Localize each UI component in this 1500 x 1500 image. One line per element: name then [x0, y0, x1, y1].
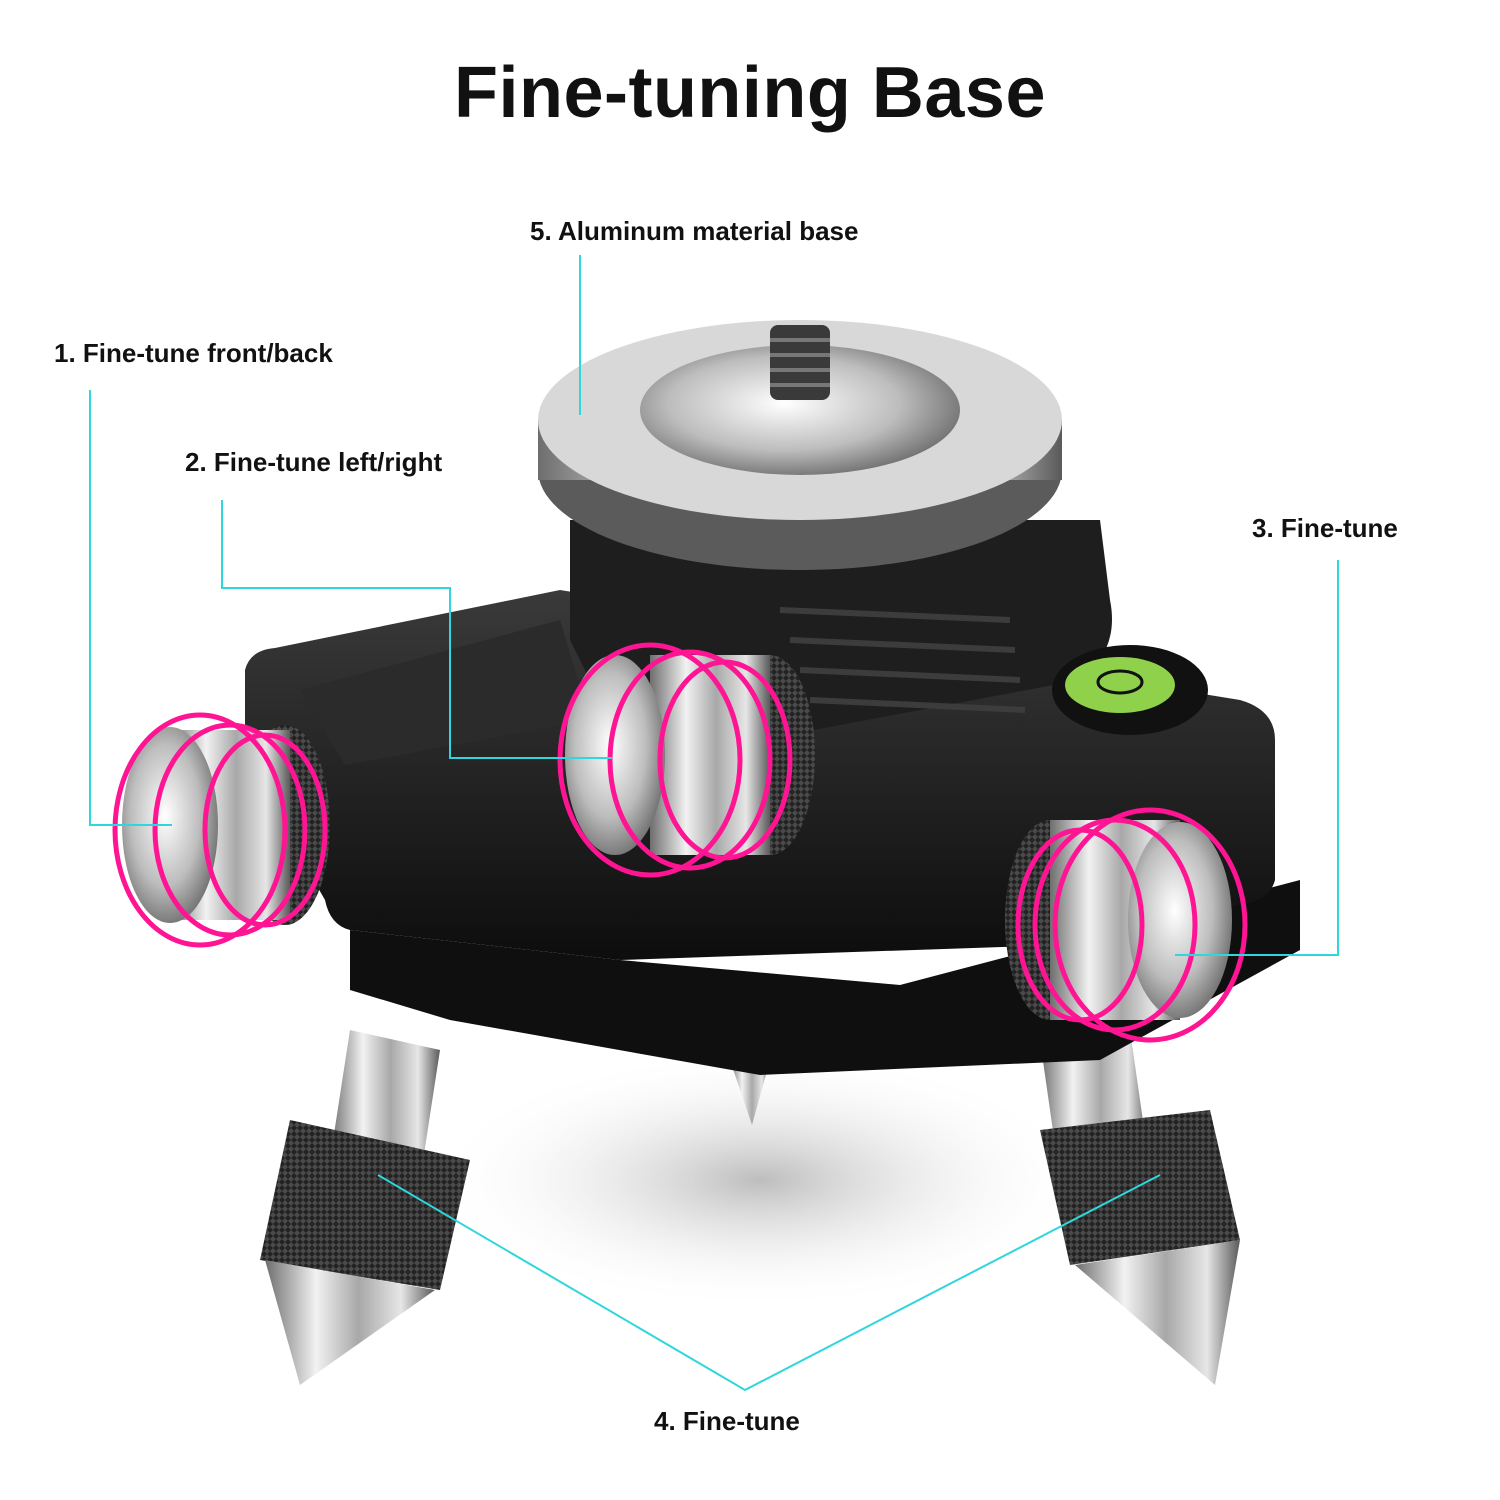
- page-title: Fine-tuning Base: [453, 53, 1046, 133]
- bubble-level: [1052, 645, 1208, 735]
- leader-lines: [89, 255, 1339, 1392]
- callout-aluminum-base: 5. Aluminum material base: [530, 216, 859, 246]
- callout-fine-tune-left-right: 2. Fine-tune left/right: [185, 447, 443, 477]
- callout-fine-tune-front-back: 1. Fine-tune front/back: [54, 338, 333, 368]
- center-spike: [730, 1060, 770, 1125]
- callout-fine-tune-4: 4. Fine-tune: [654, 1406, 800, 1436]
- ribbed-grip: [779, 607, 1026, 713]
- rotation-arrow-2: [557, 642, 793, 878]
- callout-fine-tune-3: 3. Fine-tune: [1252, 513, 1398, 543]
- leg-left: [260, 1030, 470, 1385]
- rotation-arrow-1: [112, 712, 328, 948]
- leader-line-1: [89, 390, 172, 826]
- leader-line-2: [221, 500, 612, 759]
- adjust-knob-left-right: [565, 655, 815, 855]
- leg-right: [1040, 1030, 1240, 1385]
- rotation-arrow-3: [1015, 807, 1248, 1043]
- body-panel: [300, 620, 590, 765]
- aluminum-knob: [538, 320, 1062, 570]
- lower-plate: [350, 880, 1300, 1075]
- leader-line-3: [1175, 560, 1339, 956]
- floor-shadow: [430, 1050, 1090, 1310]
- leader-line-4: [377, 1174, 1161, 1392]
